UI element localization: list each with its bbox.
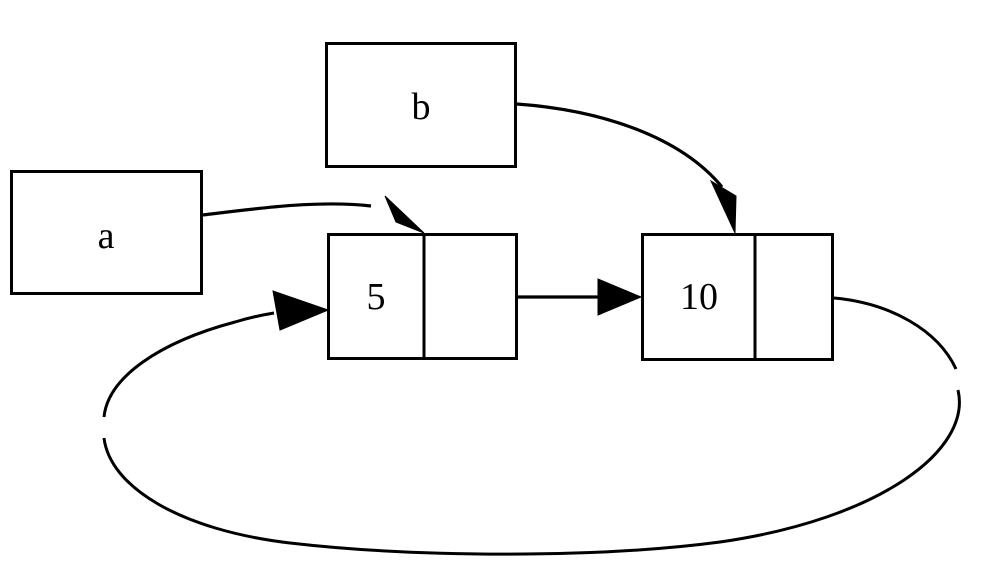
edge-node5-to-node10-arrowhead	[597, 278, 643, 316]
list-node-10-box[interactable]	[641, 233, 834, 361]
edge-node10-to-node5-loop-arrowhead	[272, 290, 330, 331]
list-node-10-value-label: 10	[680, 276, 718, 318]
edge-node10-to-node5-loop-path-segment-1	[833, 296, 958, 370]
edge-node5-to-node10[interactable]	[518, 278, 643, 316]
list-node-5-value-label: 5	[367, 276, 386, 318]
pointer-node-b[interactable]: b	[325, 42, 517, 168]
list-node-5[interactable]: 5	[327, 233, 518, 360]
edge-a-to-node5-arrowhead	[384, 195, 425, 234]
edge-node10-to-node5-loop-path-segment-2	[102, 389, 961, 556]
edge-node10-to-node5-loop[interactable]	[102, 290, 961, 556]
pointer-node-a[interactable]: a	[10, 170, 203, 295]
edge-b-to-node10[interactable]	[516, 102, 737, 234]
edge-b-to-node10-arrowhead	[709, 179, 737, 234]
pointer-node-b-label: b	[412, 86, 431, 128]
edge-node10-to-node5-loop-path-segment-3	[102, 311, 275, 418]
edge-a-to-node5[interactable]	[202, 195, 425, 234]
edge-a-to-node5-path	[202, 202, 372, 217]
pointer-node-a-box[interactable]	[10, 170, 203, 295]
list-node-10[interactable]: 10	[641, 233, 834, 361]
edge-b-to-node10-path	[516, 102, 724, 189]
pointer-node-b-box[interactable]	[325, 42, 517, 168]
pointer-node-a-label: a	[98, 215, 115, 257]
